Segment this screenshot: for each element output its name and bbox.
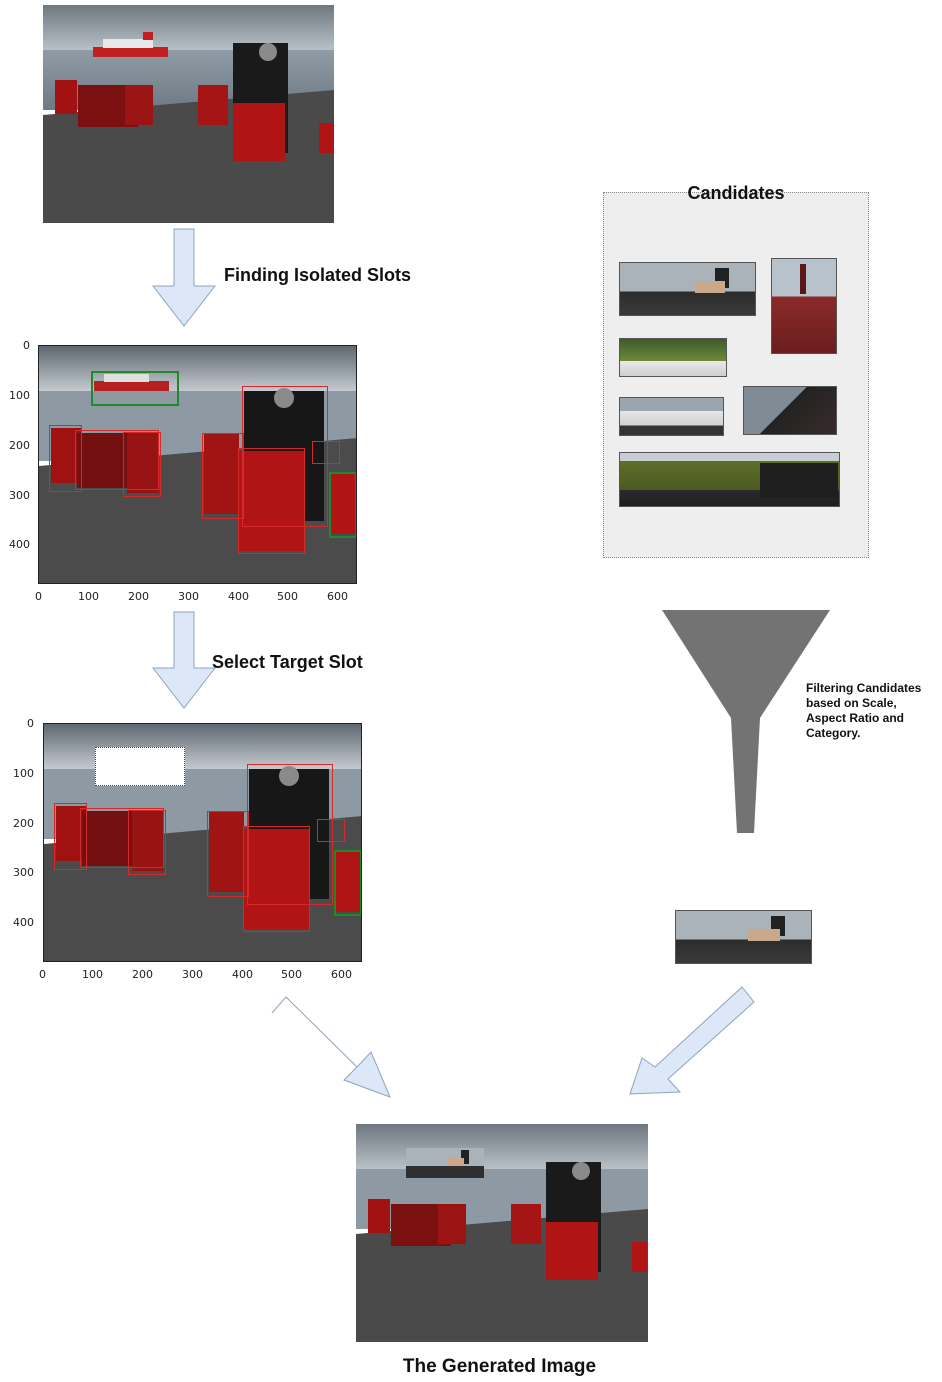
- plot1-xtick-200: 200: [128, 590, 149, 603]
- isolated-slot-box-chair: [334, 850, 361, 916]
- plot1-xtick-400: 400: [228, 590, 249, 603]
- plot1-xtick-0: 0: [35, 590, 42, 603]
- select-slot-label: Select Target Slot: [212, 652, 363, 672]
- object-box-chair-1: [54, 803, 87, 870]
- plot1-ytick-0: 0: [23, 339, 30, 352]
- plot2-ytick-200: 200: [13, 817, 34, 830]
- candidate-crowded-boat: [619, 338, 727, 377]
- object-box-chair-3: [207, 811, 249, 897]
- object-box-chair-2: [128, 810, 166, 875]
- plot2-ytick-0: 0: [27, 717, 34, 730]
- object-box-person: [247, 764, 333, 905]
- generated-image-caption: The Generated Image: [402, 1356, 597, 1377]
- candidates-title: Candidates: [687, 183, 785, 203]
- plot2-xtick-400: 400: [232, 968, 253, 981]
- finding-slots-label: Finding Isolated Slots: [224, 265, 412, 285]
- filtering-description: Filtering Candidates based on Scale, Asp…: [806, 681, 922, 740]
- plot1-ytick-200: 200: [9, 439, 30, 452]
- object-box-chair-3: [202, 433, 244, 519]
- slot-detection-image: [39, 346, 356, 583]
- plot2-xtick-500: 500: [281, 968, 302, 981]
- down-arrow-1: [151, 228, 217, 327]
- plot2-ytick-100: 100: [13, 767, 34, 780]
- target-slot-plot: [43, 723, 362, 962]
- isolated-slot-box-ship: [91, 371, 179, 406]
- candidate-tanker-ship: [619, 262, 756, 316]
- candidate-red-ship: [771, 258, 837, 354]
- plot1-ytick-100: 100: [9, 389, 30, 402]
- candidate-ferry: [619, 397, 724, 436]
- plot1-ytick-400: 400: [9, 538, 30, 551]
- filter-funnel: [662, 610, 830, 833]
- plot2-xtick-200: 200: [132, 968, 153, 981]
- down-arrow-2: [151, 611, 217, 709]
- object-box-chair-1: [49, 425, 82, 492]
- plot2-xtick-300: 300: [182, 968, 203, 981]
- object-box-bag: [317, 819, 345, 842]
- candidate-train: [619, 452, 840, 507]
- source-photo: [43, 5, 334, 223]
- plot1-xtick-600: 600: [327, 590, 348, 603]
- object-box-chair-2: [123, 432, 161, 497]
- object-box-chair-4: [243, 826, 310, 932]
- object-box-bag: [312, 441, 340, 464]
- generated-photo-image: [356, 1124, 648, 1342]
- target-slot-placeholder: [95, 747, 185, 786]
- source-photo-image: [43, 5, 334, 223]
- plot1-ytick-300: 300: [9, 489, 30, 502]
- object-box-person: [242, 386, 328, 527]
- plot2-xtick-100: 100: [82, 968, 103, 981]
- generated-photo: [356, 1124, 648, 1342]
- object-box-table: [75, 430, 159, 490]
- object-box-table: [80, 808, 164, 868]
- candidate-rowboat: [743, 386, 837, 435]
- plot2-xtick-0: 0: [39, 968, 46, 981]
- plot2-xtick-600: 600: [331, 968, 352, 981]
- isolated-slot-box-chair: [329, 472, 356, 538]
- plot1-xtick-100: 100: [78, 590, 99, 603]
- plot2-ytick-400: 400: [13, 916, 34, 929]
- plot1-xtick-300: 300: [178, 590, 199, 603]
- diagonal-arrow-right: [629, 986, 755, 1095]
- plot2-ytick-300: 300: [13, 866, 34, 879]
- slot-detection-plot: [38, 345, 357, 584]
- object-box-chair-4: [238, 448, 305, 554]
- diagonal-arrow-left: [271, 996, 391, 1098]
- plot1-xtick-500: 500: [277, 590, 298, 603]
- selected-candidate-tanker: [675, 910, 812, 964]
